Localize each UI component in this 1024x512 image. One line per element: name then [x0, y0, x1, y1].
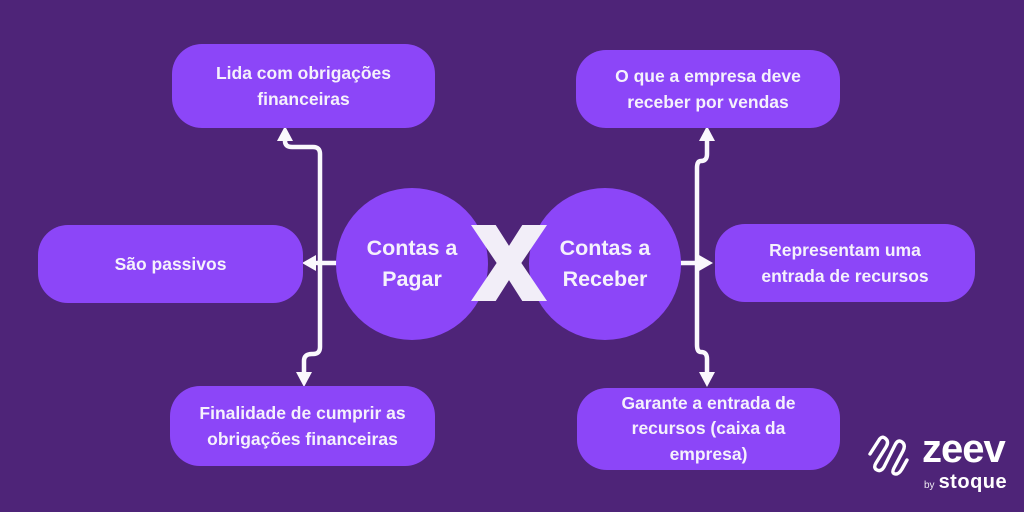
card-sao-passivos: São passivos	[38, 225, 303, 303]
card-text: Representam uma entrada de recursos	[761, 239, 929, 286]
arrowhead-top-right	[699, 126, 715, 141]
arrowhead-top-left	[277, 126, 293, 141]
circle-label-line1: Contas a	[559, 236, 651, 261]
connector-right-bracket	[694, 138, 710, 375]
zeev-logo: zeev by stoque	[862, 428, 1007, 494]
logo-company-name: stoque	[938, 471, 1008, 493]
card-text: Lida com obrigações financeiras	[215, 62, 392, 109]
card-obrigacoes-financeiras: Lida com obrigações financeiras	[172, 44, 435, 128]
card-text: O que a empresa deve receber por vendas	[615, 65, 801, 112]
circle-label-line1: Contas a	[366, 236, 458, 261]
circle-label-line2: Receber	[562, 267, 648, 291]
circle-contas-a-pagar: Contas a Pagar	[336, 188, 488, 340]
card-text: Garante a entrada de recursos (caixa da …	[621, 392, 796, 464]
arrowhead-mid-left	[302, 255, 316, 271]
card-text: São passivos	[114, 253, 227, 274]
arrowhead-bottom-right	[699, 372, 715, 387]
card-entrada-de-recursos: Representam uma entrada de recursos	[715, 224, 975, 302]
circle-contas-a-receber: Contas a Receber	[529, 188, 681, 340]
card-text: Finalidade de cumprir as obrigações fina…	[199, 402, 406, 449]
card-garante-entrada: Garante a entrada de recursos (caixa da …	[577, 388, 840, 470]
logo-byline: by	[924, 480, 935, 491]
arrowhead-mid-right	[699, 255, 713, 271]
logo-brand-name: zeev	[922, 427, 1006, 471]
card-finalidade-cumprir: Finalidade de cumprir as obrigações fina…	[170, 386, 435, 466]
arrowhead-bottom-left	[296, 372, 312, 387]
versus-x-icon: X	[471, 225, 547, 301]
zeev-scribble-icon	[862, 428, 914, 480]
card-receber-por-vendas: O que a empresa deve receber por vendas	[576, 50, 840, 128]
circle-label-line2: Pagar	[382, 267, 442, 291]
